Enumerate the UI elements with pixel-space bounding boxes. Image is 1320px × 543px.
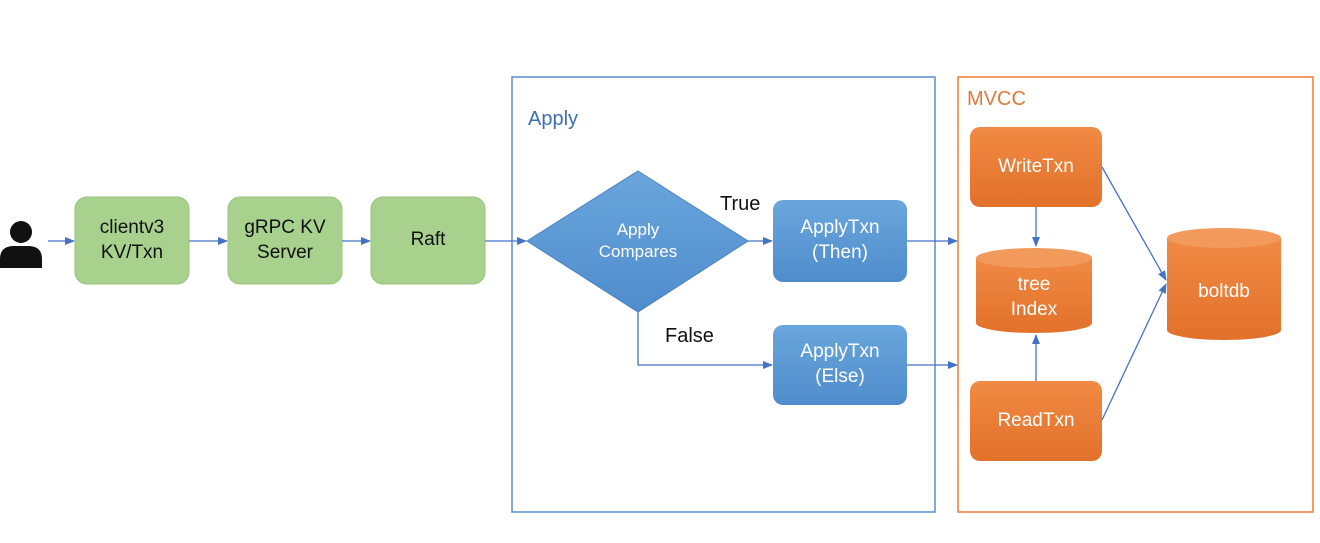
arrow-write-to-boltdb xyxy=(1101,166,1167,281)
apply-compares-diamond xyxy=(526,170,749,313)
mvcc-group-frame xyxy=(957,76,1314,513)
user-icon xyxy=(0,221,42,268)
tree-index-cylinder xyxy=(976,248,1092,333)
writetxn-node xyxy=(970,127,1102,207)
arrow-read-to-boltdb xyxy=(1101,283,1167,421)
grpc-kv-server-node xyxy=(227,196,343,285)
boltdb-cylinder xyxy=(1167,228,1281,340)
readtxn-node xyxy=(970,381,1102,461)
applytxn-else-node xyxy=(773,325,907,405)
raft-node xyxy=(370,196,486,285)
arrow-false-branch xyxy=(637,312,773,369)
applytxn-then-node xyxy=(773,200,907,282)
clientv3-node xyxy=(74,196,190,285)
apply-group-frame xyxy=(511,76,936,513)
